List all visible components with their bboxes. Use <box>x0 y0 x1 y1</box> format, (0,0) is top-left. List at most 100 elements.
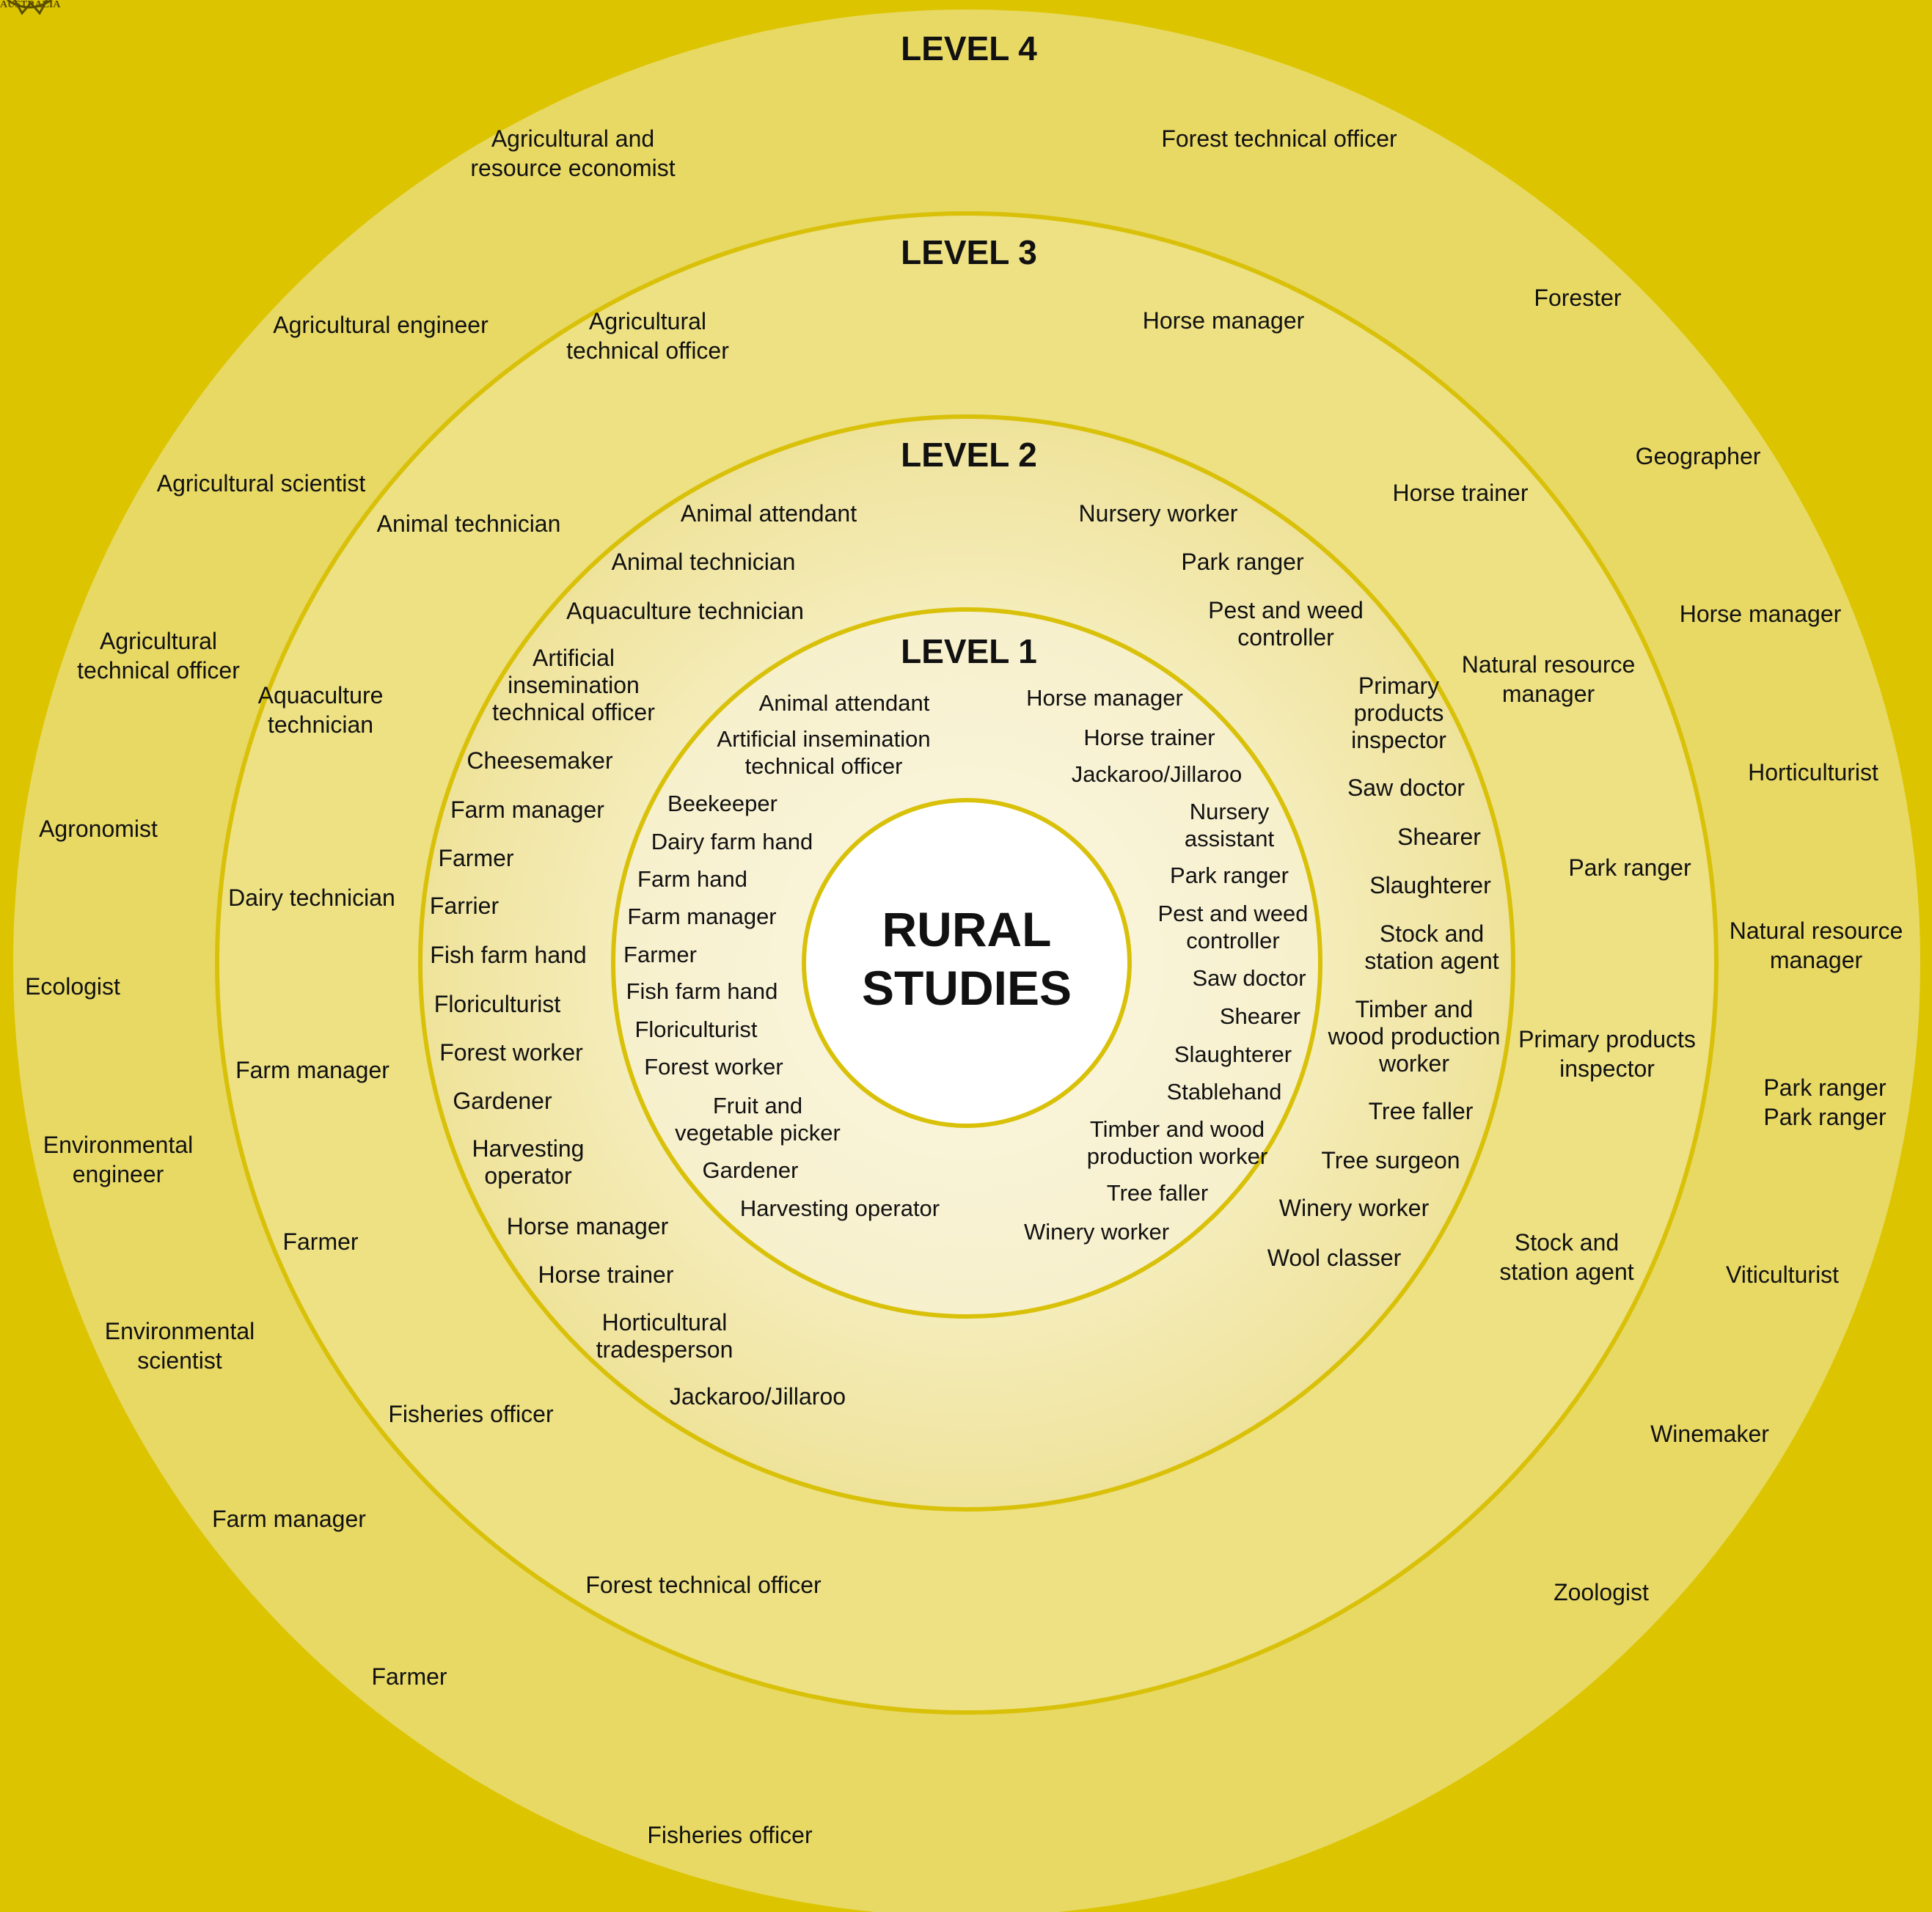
job-label-level-2: Horse trainer <box>538 1261 674 1288</box>
job-label-line: Nursery <box>1190 799 1270 824</box>
job-label-line: Fisheries officer <box>388 1401 554 1427</box>
job-label-level-1: Horse manager <box>1026 685 1183 711</box>
job-label-line: Timber and <box>1355 996 1474 1022</box>
job-label-line: manager <box>1770 947 1863 973</box>
job-label-line: Floriculturist <box>634 1017 757 1042</box>
job-label-level-3: Farm manager <box>235 1057 389 1083</box>
job-label-level-4: Park ranger <box>1763 1074 1887 1101</box>
job-label-level-1: Floriculturist <box>634 1017 757 1042</box>
job-label-line: technical officer <box>492 699 655 725</box>
job-label-level-1: Park ranger <box>1170 862 1289 888</box>
job-label-line: Horse manager <box>1680 601 1842 627</box>
job-label-line: Agricultural and <box>491 125 654 152</box>
job-label-level-3: Horse trainer <box>1393 480 1529 506</box>
job-label-line: Natural resource <box>1730 917 1903 944</box>
job-label-line: Dairy farm hand <box>651 829 813 854</box>
job-label-line: Tree faller <box>1107 1180 1208 1206</box>
job-label-line: Nursery worker <box>1079 500 1238 527</box>
job-label-level-3: Fisheries officer <box>388 1401 554 1427</box>
job-label-level-1: Beekeeper <box>667 791 777 816</box>
job-label-level-1: Farm hand <box>637 866 747 892</box>
job-label-level-2: Shearer <box>1397 824 1481 850</box>
job-label-line: Timber and wood <box>1090 1116 1265 1142</box>
job-label-level-2: Farm manager <box>450 796 604 823</box>
job-label-line: Slaughterer <box>1174 1041 1292 1067</box>
job-label-line: Farmer <box>371 1663 447 1690</box>
job-label-line: Environmental <box>105 1318 255 1344</box>
job-label-line: technical officer <box>566 337 729 364</box>
logo-text: AUSTRALIA <box>0 0 61 10</box>
job-label-line: Gardener <box>703 1157 799 1183</box>
job-label-line: Natural resource <box>1462 651 1636 678</box>
job-label-level-2: Nursery worker <box>1079 500 1238 527</box>
job-label-level-1: Stablehand <box>1167 1079 1282 1105</box>
job-label-line: Horse trainer <box>538 1261 674 1288</box>
job-label-line: Horse trainer <box>1393 480 1529 506</box>
job-label-level-3: Forest technical officer <box>585 1572 822 1598</box>
job-label-level-1: Fish farm hand <box>626 978 778 1004</box>
job-label-level-4: Park ranger <box>1763 1104 1887 1130</box>
center-title-line-1: RURAL <box>882 902 1052 956</box>
job-label-level-1: Animal attendant <box>759 690 930 716</box>
job-label-line: Park ranger <box>1568 854 1691 881</box>
job-label-line: Horticulturist <box>1748 759 1878 785</box>
job-label-level-4: Ecologist <box>25 973 120 1000</box>
job-label-level-4: Forest technical officer <box>1161 125 1397 152</box>
job-label-line: Farm manager <box>627 904 776 929</box>
job-label-line: Artificial insemination <box>717 726 930 752</box>
job-label-line: Park ranger <box>1181 549 1304 575</box>
job-label-line: Fruit and <box>713 1093 802 1118</box>
job-label-level-4: Fisheries officer <box>647 1822 813 1848</box>
center-circle <box>802 798 1132 1128</box>
job-label-level-1: Shearer <box>1220 1003 1300 1029</box>
job-label-line: Zoologist <box>1554 1579 1649 1605</box>
job-label-line: Animal technician <box>612 549 796 575</box>
job-label-level-4: Agricultural engineer <box>273 312 489 338</box>
job-label-level-2: Animal technician <box>612 549 796 575</box>
job-label-line: Environmental <box>43 1132 194 1158</box>
job-label-line: Agricultural scientist <box>157 470 366 497</box>
job-label-line: Forest worker <box>644 1054 783 1080</box>
job-label-line: Ecologist <box>25 973 120 1000</box>
job-label-level-2: Gardener <box>453 1088 552 1114</box>
job-label-line: Geographer <box>1636 443 1761 469</box>
job-label-level-1: Saw doctor <box>1192 965 1306 991</box>
job-label-level-2: Farrier <box>430 893 500 919</box>
job-label-level-1: Dairy farm hand <box>651 829 813 854</box>
job-label-line: wood production <box>1328 1023 1501 1050</box>
job-label-line: Harvesting operator <box>740 1195 940 1221</box>
job-label-level-2: Slaughterer <box>1369 872 1491 898</box>
job-label-level-1: Tree faller <box>1107 1180 1208 1206</box>
job-label-line: scientist <box>137 1347 222 1374</box>
job-label-level-2: Park ranger <box>1181 549 1304 575</box>
job-label-line: Farm manager <box>235 1057 389 1083</box>
job-label-line: inspector <box>1559 1055 1655 1082</box>
job-label-line: operator <box>484 1162 572 1189</box>
job-label-line: technician <box>268 711 373 738</box>
job-label-level-4: Horse manager <box>1680 601 1842 627</box>
job-label-line: station agent <box>1364 948 1499 974</box>
job-label-line: tradesperson <box>596 1336 733 1363</box>
job-label-level-2: Wool classer <box>1267 1245 1402 1271</box>
job-label-line: Jackaroo/Jillaroo <box>1072 761 1243 787</box>
job-label-line: inspector <box>1351 727 1446 753</box>
job-label-line: Winemaker <box>1650 1421 1769 1447</box>
job-label-line: Farrier <box>430 893 500 919</box>
job-label-line: controller <box>1237 624 1334 651</box>
job-label-level-4: Viticulturist <box>1726 1261 1839 1288</box>
job-label-line: Agricultural <box>100 628 217 654</box>
job-label-level-1: Farm manager <box>627 904 776 929</box>
